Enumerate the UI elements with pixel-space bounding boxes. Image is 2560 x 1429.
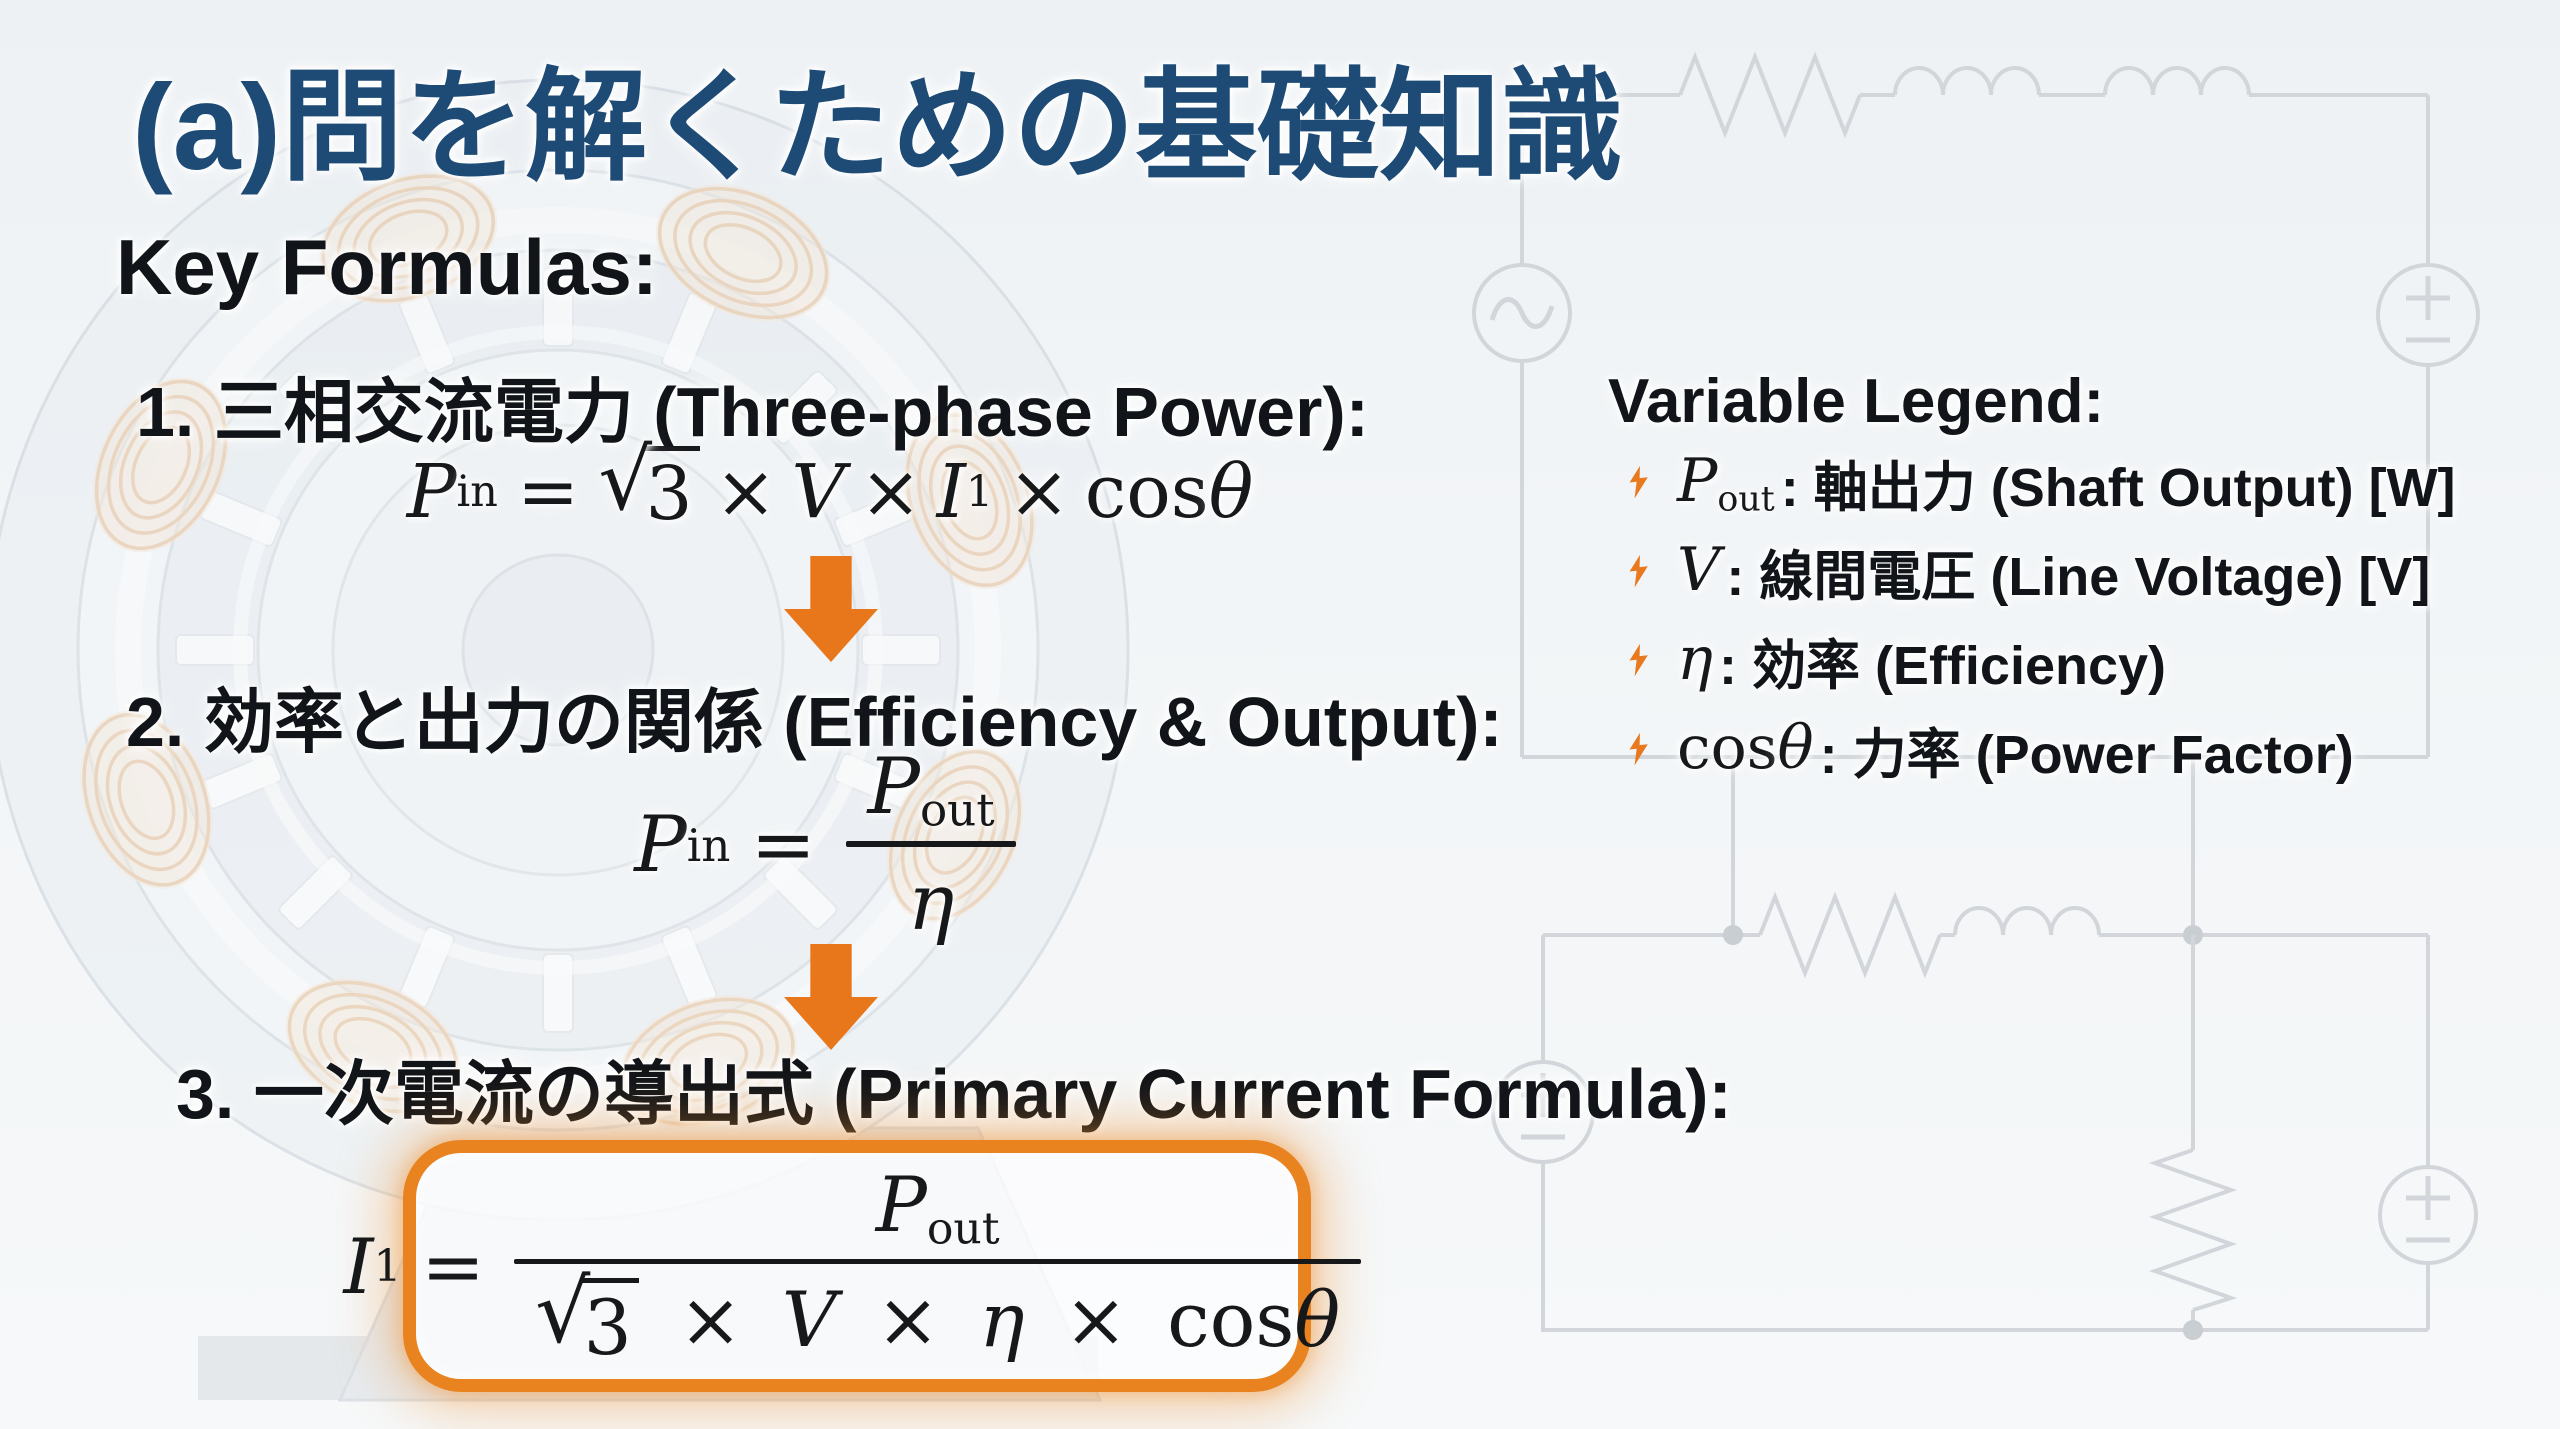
math-var: P (875, 1159, 927, 1249)
times-sign: × (678, 1275, 743, 1365)
math-var: I (343, 1221, 374, 1311)
math-var: V (781, 1275, 837, 1365)
math-subscript: in (686, 818, 731, 872)
legend-description: : 線間電圧 (Line Voltage) [V] (1726, 547, 2431, 607)
math-var: η (907, 858, 955, 949)
legend-symbol: cosθ (1677, 712, 1814, 783)
lightning-bolt-icon (1629, 732, 1648, 766)
square-root: √3 (598, 438, 700, 537)
times-sign: × (876, 1275, 940, 1365)
math-var: I (936, 448, 966, 535)
section-heading: Key Formulas: (116, 223, 658, 311)
math-var: θ (1208, 448, 1254, 535)
motor-illustration (0, 78, 1130, 1402)
page-title: (a)問を解くための基礎知識 (132, 59, 1624, 195)
equals-sign: = (517, 448, 580, 535)
cos-operator: cos (1084, 448, 1209, 535)
equals-sign: = (421, 1221, 485, 1311)
formula-3-heading: 3. 一次電流の導出式 (Primary Current Formula): (176, 1055, 1732, 1133)
legend-description: : 効率 (Efficiency) (1718, 636, 2167, 696)
times-sign: × (1007, 448, 1070, 535)
math-var: V (791, 448, 845, 535)
radicand: 3 (580, 1278, 640, 1372)
legend-item: cosθ : 力率 (Power Factor) (1626, 705, 2456, 794)
fraction-bar (845, 841, 1017, 848)
circuit-diagram-bottom (1491, 757, 2478, 1340)
legend-symbol: η (1677, 623, 1713, 694)
math-var: P (406, 448, 457, 535)
math-var: P (634, 800, 687, 891)
square-root: √3 (535, 1270, 640, 1372)
inductor-icon (1953, 906, 2101, 936)
radical-sign: √ (535, 1262, 591, 1363)
circuit-diagram-top (1472, 51, 2480, 759)
formula-1-heading: 1. 三相交流電力 (Three-phase Power): (136, 373, 1369, 451)
cos-operator: cos (1167, 1275, 1295, 1365)
fraction-numerator: Pout (854, 1160, 1020, 1259)
legend-symbol: Pout (1677, 445, 1775, 520)
variable-legend: Pout : 軸出力 (Shaft Output) [W] V : 線間電圧 (… (1626, 438, 2456, 794)
fraction-denominator: √3 × V × η × cosθ (514, 1264, 1362, 1372)
radicand: 3 (642, 446, 700, 537)
math-var: η (979, 1275, 1025, 1365)
times-sign: × (859, 448, 922, 535)
legend-description: : 力率 (Power Factor) (1819, 725, 2354, 785)
math-subscript: 1 (373, 1240, 402, 1292)
times-sign: × (1064, 1275, 1128, 1365)
lightning-bolt-icon (1629, 465, 1648, 499)
resistor-icon (2148, 1148, 2238, 1312)
math-var: θ (1294, 1275, 1341, 1365)
math-var: P (867, 742, 920, 832)
legend-description: : 軸出力 (Shaft Output) [W] (1780, 458, 2456, 518)
equals-sign: = (750, 800, 817, 891)
resistor-icon (1758, 891, 1942, 979)
lightning-bolt-icon (1629, 643, 1648, 677)
fraction: Pout η (845, 742, 1017, 948)
inductor-icon (1893, 66, 2041, 96)
lightning-bolt-icon (1629, 554, 1648, 588)
legend-item: η : 効率 (Efficiency) (1626, 616, 2456, 705)
fraction-bar (513, 1258, 1362, 1265)
inductor-icon (2103, 66, 2251, 96)
legend-item: Pout : 軸出力 (Shaft Output) [W] (1626, 438, 2456, 527)
math-subscript: out (919, 783, 995, 837)
times-sign: × (714, 448, 777, 535)
legend-item: V : 線間電圧 (Line Voltage) [V] (1626, 527, 2456, 616)
math-subscript: in (456, 466, 498, 517)
formula-2-heading: 2. 効率と出力の関係 (Efficiency & Output): (126, 683, 1503, 761)
legend-heading: Variable Legend: (1608, 367, 2105, 436)
resistor-icon (1678, 51, 1862, 139)
radical-sign: √ (598, 430, 653, 529)
circuit-diagram (1472, 51, 2480, 1340)
fraction-numerator: Pout (846, 742, 1017, 841)
fraction: Pout √3 × V × η × cosθ (513, 1160, 1362, 1372)
legend-symbol: V (1677, 534, 1721, 605)
math-subscript: out (926, 1203, 1000, 1255)
fraction-denominator: η (886, 847, 976, 948)
math-subscript: 1 (965, 466, 994, 517)
